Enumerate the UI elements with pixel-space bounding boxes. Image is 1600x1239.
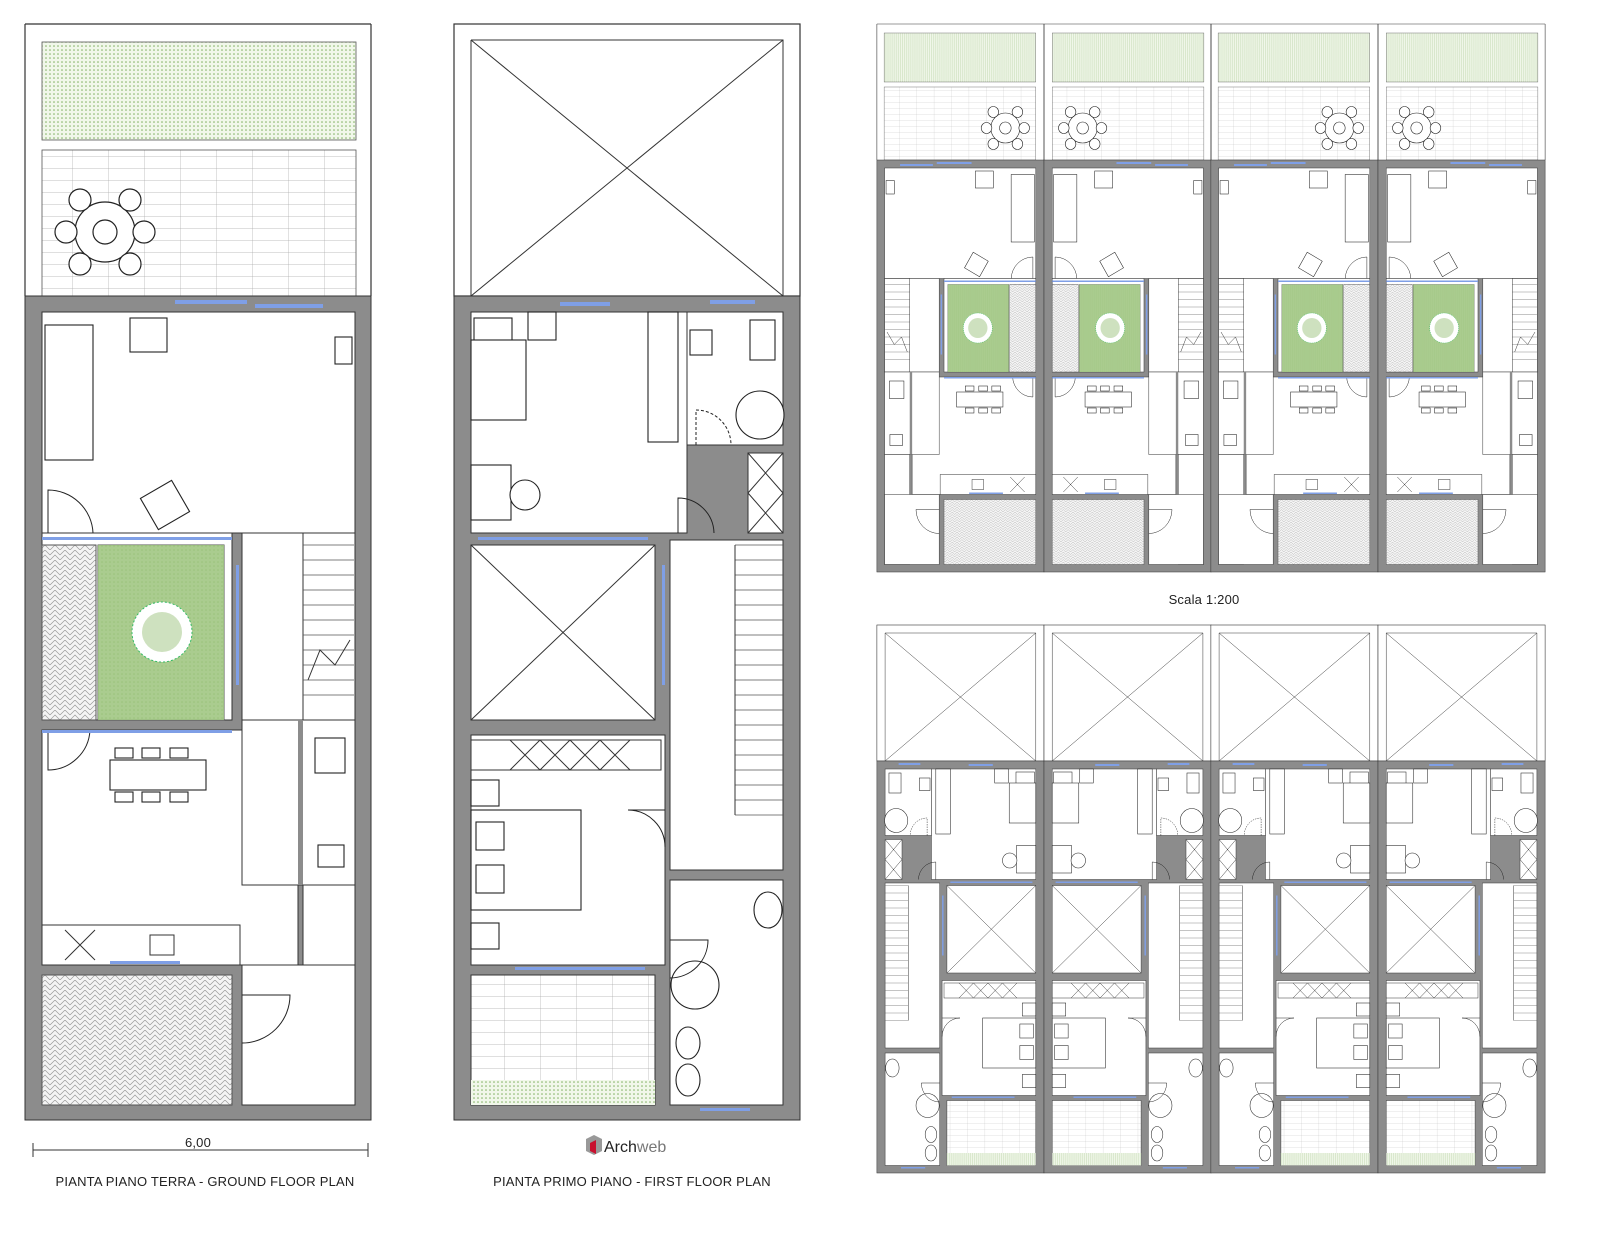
logo-text-accent: web [636, 1139, 666, 1156]
row-first-floor-plans [876, 624, 1546, 1174]
first-floor-title: PIANTA PRIMO PIANO - FIRST FLOOR PLAN [493, 1174, 771, 1189]
row-unit-ground-3 [1210, 23, 1379, 573]
logo-text-main: Arch [604, 1139, 637, 1156]
dimension-line [32, 1143, 369, 1157]
ground-floor-title: PIANTA PIANO TERRA - GROUND FLOOR PLAN [56, 1174, 355, 1189]
row-unit-first-2 [1043, 624, 1212, 1174]
row-unit-ground-2 [1043, 23, 1212, 573]
ground-floor-plan [24, 23, 372, 1121]
row-unit-first-3 [1210, 624, 1379, 1174]
dimension-label: 6,00 [185, 1135, 211, 1150]
first-floor-plan [453, 23, 801, 1121]
row-unit-first-4 [1377, 624, 1546, 1174]
row-unit-ground-4 [1377, 23, 1546, 573]
archweb-logo: Archweb [586, 1135, 666, 1156]
row-unit-ground-1 [876, 23, 1045, 573]
row-ground-floor-plans [876, 23, 1546, 573]
row-unit-first-1 [876, 624, 1045, 1174]
svg-text:Archweb: Archweb [604, 1139, 666, 1156]
scale-label: Scala 1:200 [1169, 592, 1240, 607]
